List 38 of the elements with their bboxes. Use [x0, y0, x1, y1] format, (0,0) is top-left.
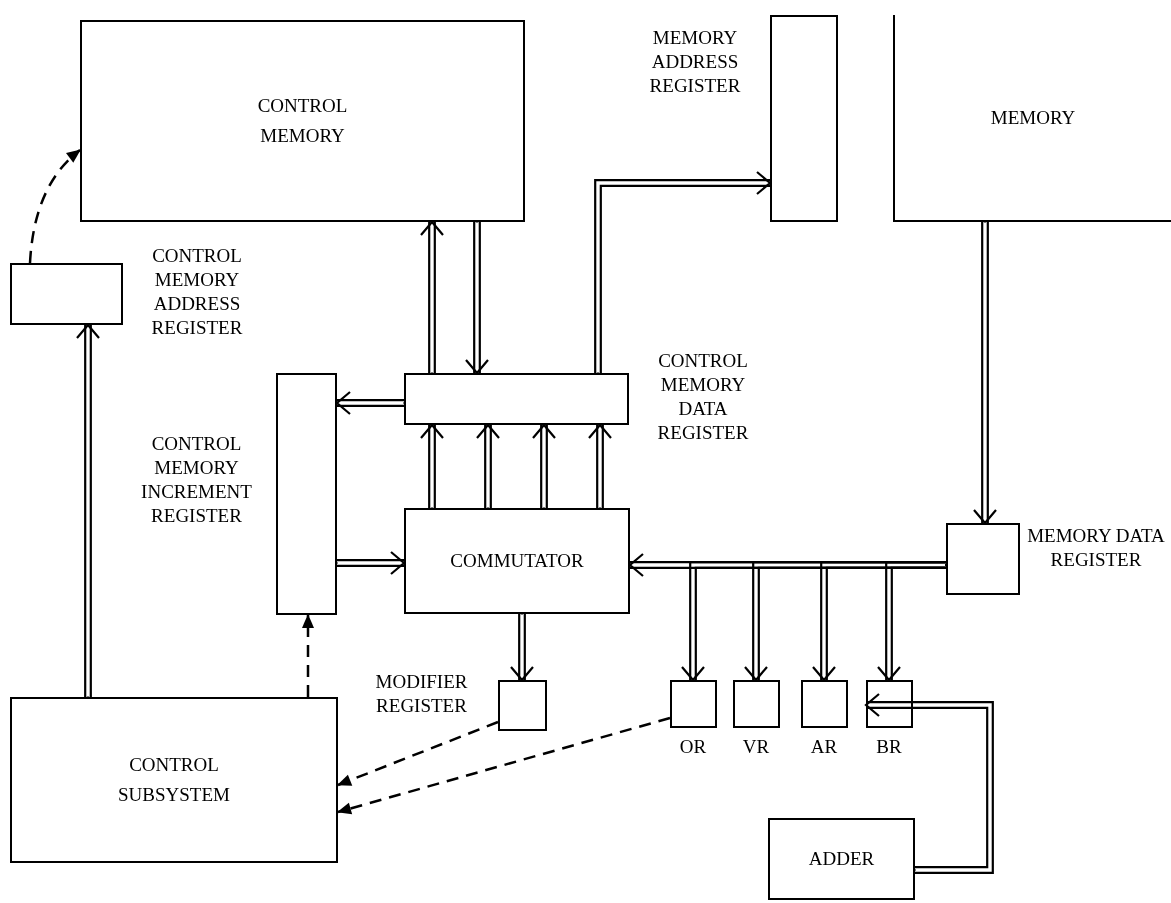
- unit-label: ADDER: [807, 847, 876, 871]
- register-label: AR: [809, 734, 839, 759]
- bus-arrow: [972, 220, 998, 525]
- bus-arrow: [531, 423, 557, 510]
- register-label: OR: [678, 734, 708, 759]
- dashed-arrow: [302, 614, 314, 697]
- register-label: BR: [875, 734, 903, 759]
- unit-label: MEMORY: [989, 105, 1077, 130]
- bus-arrow: [509, 612, 535, 682]
- memory-block: [893, 15, 1171, 222]
- register-label: VR: [741, 734, 771, 759]
- register-label: MEMORY DATA REGISTER: [1026, 523, 1166, 572]
- register-label: CONTROL MEMORY INCREMENT REGISTER: [140, 431, 253, 528]
- bus-arrow: [475, 423, 501, 510]
- bus-arrow: [335, 390, 406, 416]
- unit-label: CONTROL SUBSYSTEM: [117, 753, 231, 807]
- register-label: MODIFIER REGISTER: [374, 669, 469, 718]
- unit-box: [404, 508, 630, 614]
- register-label: CONTROL MEMORY DATA REGISTER: [656, 348, 750, 445]
- bus-arrow: [864, 692, 994, 874]
- bus-arrow: [419, 220, 445, 375]
- register-label: CONTROL MEMORY ADDRESS REGISTER: [150, 243, 244, 340]
- bus-arrow: [419, 423, 445, 510]
- unit-label: CONTROL MEMORY: [256, 94, 349, 148]
- unit-box: [768, 818, 915, 900]
- dashed-arrow: [337, 720, 499, 787]
- bus-arrow: [75, 323, 101, 699]
- unit-label: COMMUTATOR: [449, 549, 585, 573]
- bus-arrow: [587, 423, 613, 510]
- bus-arrow: [464, 220, 490, 375]
- dashed-arrow: [28, 149, 81, 264]
- unit-box: [10, 697, 338, 863]
- dashed-arrow: [337, 716, 671, 815]
- bus-arrow: [594, 170, 772, 375]
- register-label: MEMORY ADDRESS REGISTER: [648, 25, 742, 98]
- bus-arrow: [876, 561, 948, 682]
- unit-box: [80, 20, 525, 222]
- bus-arrow: [335, 550, 406, 576]
